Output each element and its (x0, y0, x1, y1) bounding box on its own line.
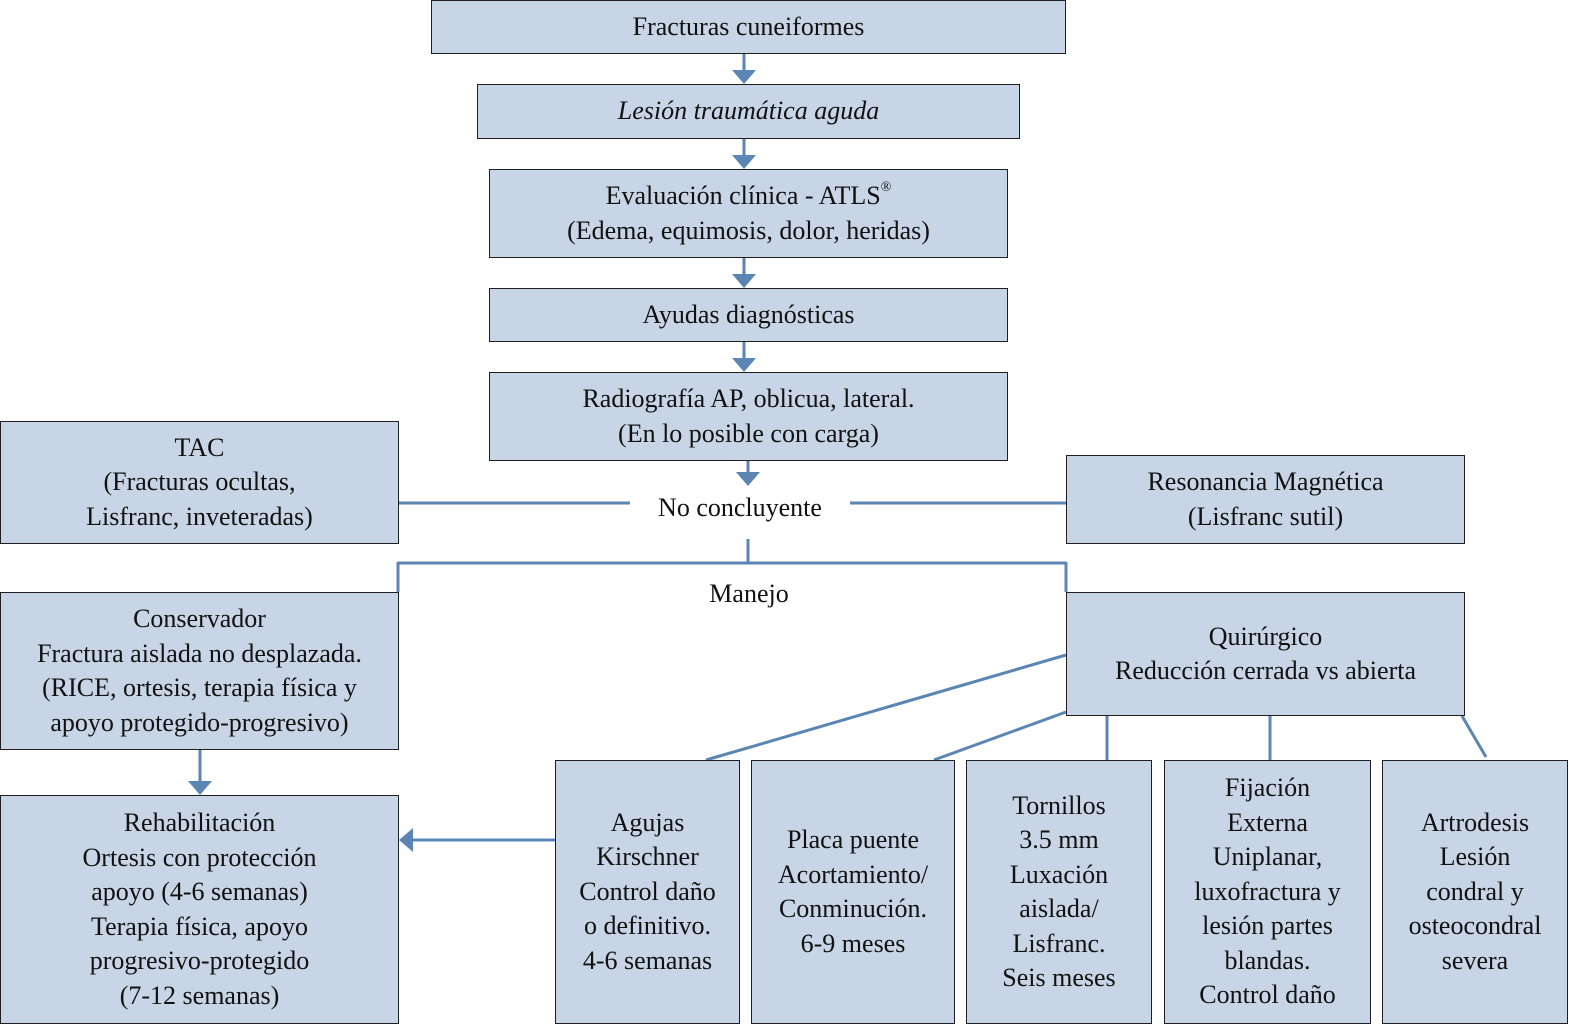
node-text: Tornillos (1012, 790, 1106, 820)
arrow-lesion-evaluacion-head (732, 155, 756, 169)
node-text: Control daño (579, 876, 716, 906)
arrow-conservador-rehabilitacion-head (188, 781, 212, 795)
node-text: condral y (1426, 876, 1524, 906)
node-text: severa (1441, 945, 1509, 975)
node-text: Conservador (133, 604, 266, 633)
line-quirurgico-placa (933, 710, 1067, 762)
node-text: blandas. (1224, 945, 1311, 975)
node-text: Terapia física, apoyo (91, 911, 308, 941)
node-fracturas-cuneiformes: Fracturas cuneiformes (431, 0, 1066, 54)
node-text: (Edema, equimosis, dolor, heridas) (567, 215, 930, 245)
arrow-ayudas-radiografia-head (732, 358, 756, 372)
node-text: 4-6 semanas (582, 945, 713, 975)
node-text: (Fracturas ocultas, (103, 467, 296, 497)
node-text: apoyo (4-6 semanas) (91, 877, 308, 906)
node-text: luxofractura y (1194, 876, 1341, 906)
arrow-agujas-rehabilitacion-head (399, 828, 413, 852)
node-text: Conminución. (778, 894, 928, 923)
node-text: Luxación (1009, 859, 1109, 889)
node-text: progresivo-protegido (89, 946, 310, 975)
arrow-evaluacion-ayudas-head (732, 274, 756, 288)
node-text: lesión partes (1202, 911, 1333, 941)
node-text: 3.5 mm (1019, 825, 1099, 854)
node-text: Control daño (1199, 980, 1336, 1010)
node-text: Uniplanar, (1212, 842, 1323, 872)
node-text: Seis meses (1002, 963, 1116, 992)
node-radiografia: Radiografía AP, oblicua, lateral. (En lo… (489, 372, 1008, 461)
node-text: osteocondral (1408, 911, 1542, 941)
node-text: Acortamiento/ (777, 859, 929, 889)
node-lesion-traumatica: Lesión traumática aguda (477, 84, 1020, 139)
node-text: Artrodesis (1420, 807, 1530, 837)
arrow-fracturas-lesion-head (732, 70, 756, 84)
line-quirurgico-agujas (705, 653, 1067, 762)
node-text: (RICE, ortesis, terapia física y (42, 673, 357, 702)
node-text: Externa (1227, 807, 1308, 837)
node-text: Fractura aislada no desplazada. (37, 638, 362, 668)
node-text: Evaluación clínica - ATLS® (606, 179, 892, 214)
node-text: Kirschner (596, 842, 699, 872)
node-fijacion-externa: Fijación Externa Uniplanar, luxofractura… (1164, 760, 1371, 1024)
label-manejo: Manejo (680, 577, 818, 611)
node-text: Lisfranc, inveteradas) (86, 501, 313, 531)
node-text: Reducción cerrada vs abierta (1114, 656, 1416, 685)
line-quirurgico-artrodesis (1460, 715, 1488, 758)
node-text: o definitivo. (583, 911, 712, 941)
node-text: Lesión (1439, 842, 1511, 872)
node-text: Fijación (1224, 773, 1311, 803)
node-text: TAC (174, 432, 225, 462)
node-text: Resonancia Magnética (1147, 467, 1384, 496)
node-text: Ayudas diagnósticas (642, 299, 855, 329)
node-text: (7-12 semanas) (119, 980, 280, 1010)
node-rehabilitacion: Rehabilitación Ortesis con protección ap… (0, 795, 399, 1024)
node-text: Placa puente (786, 825, 920, 854)
node-text: Fracturas cuneiformes (632, 11, 865, 41)
node-text: Lesión traumática aguda (617, 96, 880, 126)
node-conservador: Conservador Fractura aislada no desplaza… (0, 592, 399, 750)
node-tornillos: Tornillos 3.5 mm Luxación aislada/ Lisfr… (966, 760, 1152, 1024)
node-text: Agujas (610, 807, 685, 837)
node-text: 6-9 meses (800, 928, 906, 958)
node-placa-puente: Placa puente Acortamiento/ Conminución. … (751, 760, 955, 1024)
node-artrodesis: Artrodesis Lesión condral y osteocondral… (1382, 760, 1568, 1024)
node-tac: TAC (Fracturas ocultas, Lisfranc, invete… (0, 421, 399, 544)
arrow-radiografia-noconcluyente-head (736, 472, 760, 486)
label-no-concluyente: No concluyente (630, 491, 850, 525)
node-agujas-kirschner: Agujas Kirschner Control daño o definiti… (555, 760, 740, 1024)
node-text: Quirúrgico (1208, 621, 1323, 651)
node-text: apoyo protegido-progresivo) (50, 707, 349, 737)
node-ayudas-diagnosticas: Ayudas diagnósticas (489, 288, 1008, 342)
node-resonancia-magnetica: Resonancia Magnética (Lisfranc sutil) (1066, 455, 1465, 544)
node-quirurgico: Quirúrgico Reducción cerrada vs abierta (1066, 592, 1465, 716)
registered-mark: ® (880, 180, 892, 195)
node-text: Rehabilitación (123, 808, 276, 837)
node-text: aislada/ (1019, 894, 1099, 923)
node-text: Lisfranc. (1012, 928, 1106, 958)
node-evaluacion-clinica: Evaluación clínica - ATLS® (Edema, equim… (489, 169, 1008, 258)
node-text: Radiografía AP, oblicua, lateral. (582, 384, 915, 413)
node-text: (Lisfranc sutil) (1187, 501, 1344, 531)
node-text: (En lo posible con carga) (618, 418, 879, 448)
node-text-main: Evaluación clínica - ATLS (605, 181, 881, 210)
node-text: Ortesis con protección (82, 842, 317, 872)
